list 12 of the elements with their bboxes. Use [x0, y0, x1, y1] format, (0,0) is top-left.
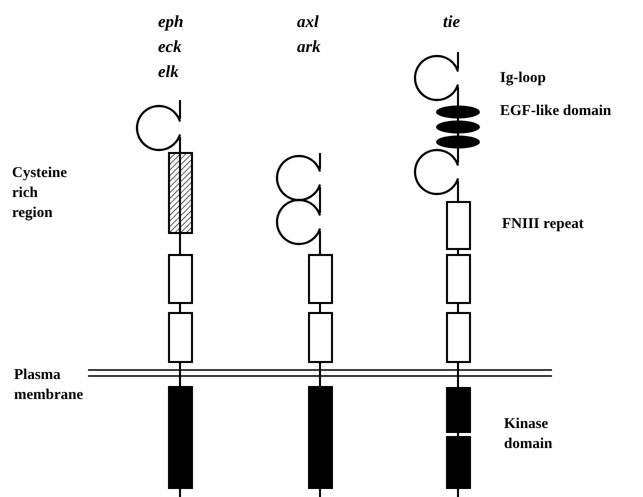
gene-name: ark [297, 37, 322, 57]
gene-name: eph [158, 12, 184, 32]
part-label: Cysteine rich region [12, 164, 68, 223]
part-label: EGF-like domain [500, 102, 612, 121]
gene-name: elk [158, 62, 180, 82]
gene-name: axl [297, 12, 320, 32]
part-label: Plasma membrane [14, 366, 84, 405]
part-label: Ig-loop [500, 69, 547, 88]
part-label: Kinase domain [504, 415, 554, 454]
gene-name: tie [443, 12, 461, 32]
gene-name: eck [158, 37, 183, 57]
part-label: FNIII repeat [502, 215, 585, 234]
